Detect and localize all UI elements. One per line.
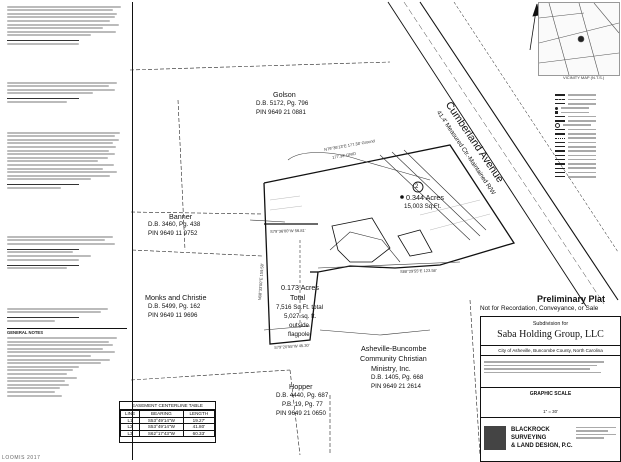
table-row: L3 S62°17'43"W 60.33'	[119, 429, 216, 437]
company-name-3: & LAND DESIGN, P.C.	[511, 443, 573, 449]
register-of-deeds-block	[7, 306, 127, 346]
hopper-plat: P.B. 19, Pg. 77	[282, 401, 323, 408]
church-deed: D.B. 1405, Pg. 668	[371, 374, 424, 381]
building-outline	[331, 217, 433, 263]
tract1-sqft-outside: 5,027 sq. ft.	[284, 313, 317, 320]
easement-table-caption: EASEMENT CENTERLINE TABLE	[120, 402, 215, 410]
tract2-acres: 0.344 Acres	[406, 193, 444, 202]
church-pin: PIN 9649 21 2614	[371, 383, 421, 390]
cumberland-avenue-road	[387, 1, 619, 307]
graphic-scale-label: GRAPHIC SCALE	[529, 391, 572, 397]
scale-text: 1" = 30'	[543, 409, 558, 414]
tract2-number: 2	[415, 184, 419, 190]
tract1-sqft-total: 7,516 Sq.Ft. total	[276, 304, 324, 311]
vicinity-map-label: VICINITY MAP (N.T.S.)	[563, 75, 605, 80]
monks-name: Monks and Christie	[145, 293, 207, 302]
company-address	[576, 425, 616, 441]
tract-2-marker	[412, 181, 424, 193]
monks-pin: PIN 9649 11 9696	[148, 312, 198, 319]
banner-pin: PIN 9649 11 9752	[148, 230, 198, 237]
subdivision-label: Subdivision for	[532, 321, 569, 327]
certificates-column: GENERAL NOTES	[4, 2, 133, 460]
general-notes-block: GENERAL NOTES	[7, 328, 127, 459]
easement-centerline-table: EASEMENT CENTERLINE TABLE LINE BEARING L…	[119, 401, 216, 443]
revision-table	[484, 359, 617, 381]
church-line3: Ministry, Inc.	[371, 364, 411, 373]
golson-deed: D.B. 5172, Pg. 796	[256, 100, 309, 107]
tract1-outside: outside	[289, 322, 309, 329]
general-notes-title: GENERAL NOTES	[7, 330, 43, 335]
golson-pin: PIN 9649 21 0881	[256, 109, 306, 116]
hopper-deed: D.B. 4440, Pg. 687	[276, 392, 329, 399]
church-line1: Asheville-Buncombe	[361, 344, 427, 353]
client-name: Saba Holding Group, LLC	[497, 329, 604, 340]
property-boundary	[263, 144, 516, 345]
banner-deed: D.B. 3460, Pg. 438	[148, 221, 201, 228]
map-legend	[555, 93, 615, 179]
surveyor-certificate-block	[7, 4, 127, 76]
church-line2: Community Christian	[360, 354, 427, 363]
location-line: City of Asheville, Buncombe County, Nort…	[498, 348, 603, 353]
hopper-pin: PIN 9649 21 0650	[276, 410, 326, 417]
company-name-1: BLACKROCK	[511, 427, 550, 433]
surveyor-statement-block	[7, 130, 127, 230]
banner-name: Banner	[169, 212, 193, 221]
tract1-total: Total	[290, 293, 306, 302]
hopper-name: Hopper	[289, 382, 313, 391]
owner-certificate-block	[7, 80, 127, 126]
monks-deed: D.B. 5499, Pg. 162	[148, 303, 201, 310]
tract2-sqft: 15,003 Sq.Ft.	[404, 203, 442, 210]
golson-name: Golson	[273, 90, 296, 99]
review-officer-block	[7, 234, 127, 304]
footer-tag: LOOMIS 2017	[2, 455, 41, 461]
preliminary-plat-title: Preliminary Plat	[537, 294, 606, 304]
company-logo	[484, 426, 506, 450]
vicinity-map	[538, 2, 620, 76]
preliminary-plat-subtitle: Not for Recordation, Conveyance, or Sale	[480, 305, 599, 312]
tract1-flagpole: flagpole	[288, 331, 310, 338]
company-name-2: SURVEYING	[511, 435, 547, 441]
tract1-acres: 0.173 Acres	[281, 283, 319, 292]
